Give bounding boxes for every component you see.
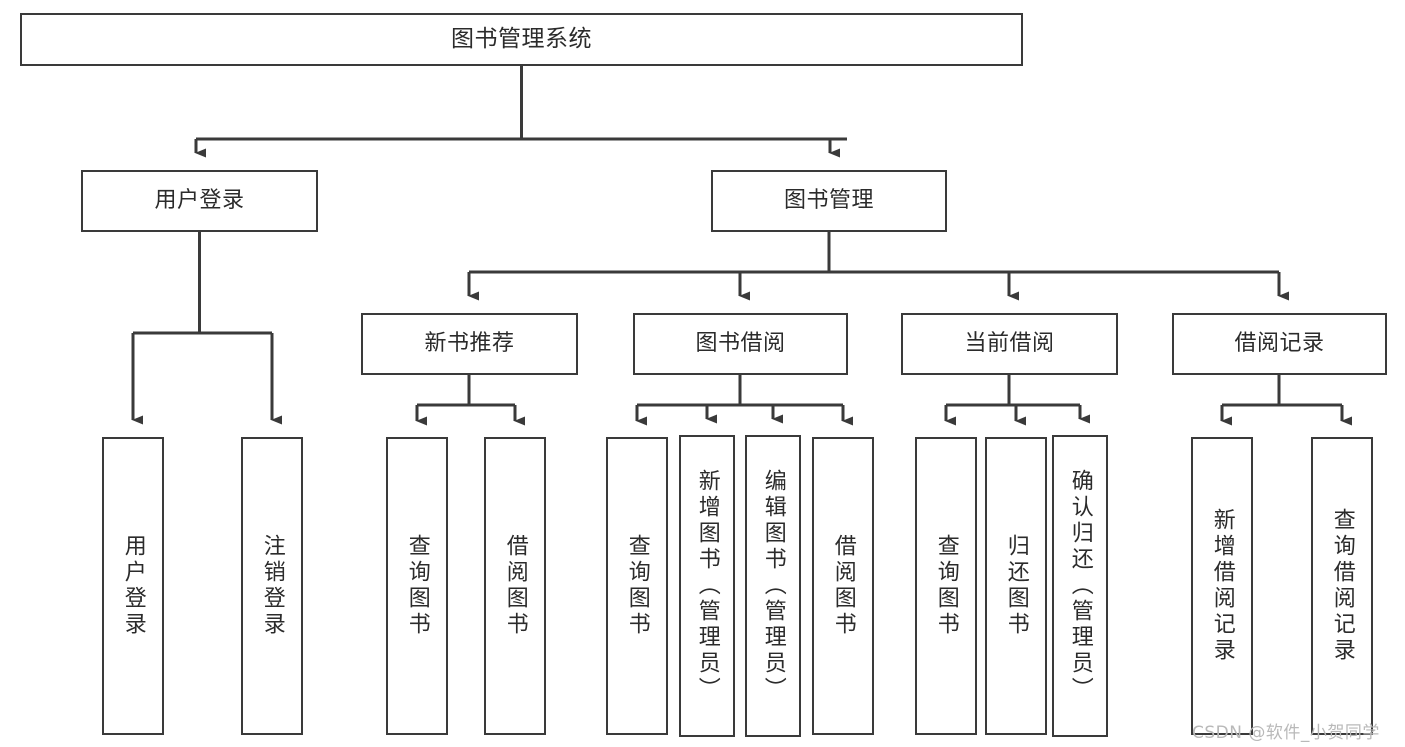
csdn-watermark: CSDN @软件_小贺同学 bbox=[1192, 723, 1380, 743]
node-label: 查询图书 bbox=[404, 534, 430, 638]
node-user-login[interactable]: 用户登录 bbox=[81, 170, 318, 232]
node-label: 查询图书 bbox=[933, 534, 959, 638]
leaf-query-borrow-record[interactable]: 查询借阅记录 bbox=[1311, 437, 1373, 735]
leaf-query-book-recommend[interactable]: 查询图书 bbox=[386, 437, 448, 735]
node-label: 图书借阅 bbox=[695, 330, 786, 356]
node-label: 查询借阅记录 bbox=[1329, 508, 1355, 664]
node-label: 用户登录 bbox=[154, 187, 245, 213]
node-label: 注销登录 bbox=[259, 534, 285, 638]
node-label: 当前借阅 bbox=[964, 330, 1055, 356]
node-current-borrow[interactable]: 当前借阅 bbox=[901, 313, 1118, 375]
leaf-logout[interactable]: 注销登录 bbox=[241, 437, 303, 735]
node-label: 归还图书 bbox=[1003, 534, 1029, 638]
node-label: 确认归还（管理员） bbox=[1067, 469, 1093, 703]
leaf-user-login[interactable]: 用户登录 bbox=[102, 437, 164, 735]
leaf-add-borrow-record[interactable]: 新增借阅记录 bbox=[1191, 437, 1253, 735]
node-label: 图书管理系统 bbox=[451, 25, 592, 52]
node-book-manage[interactable]: 图书管理 bbox=[711, 170, 947, 232]
node-label: 编辑图书（管理员） bbox=[760, 469, 786, 703]
node-label: 新增图书（管理员） bbox=[694, 469, 720, 703]
leaf-query-book-borrow[interactable]: 查询图书 bbox=[606, 437, 668, 735]
leaf-confirm-return-admin[interactable]: 确认归还（管理员） bbox=[1052, 435, 1108, 737]
leaf-query-book-current[interactable]: 查询图书 bbox=[915, 437, 977, 735]
node-label: 查询图书 bbox=[624, 534, 650, 638]
node-new-book-recommend[interactable]: 新书推荐 bbox=[361, 313, 578, 375]
node-label: 用户登录 bbox=[120, 534, 146, 638]
node-label: 借阅图书 bbox=[830, 534, 856, 638]
node-label: 借阅记录 bbox=[1234, 330, 1325, 356]
node-borrow-record[interactable]: 借阅记录 bbox=[1172, 313, 1387, 375]
node-label: 图书管理 bbox=[783, 187, 874, 213]
leaf-return-book[interactable]: 归还图书 bbox=[985, 437, 1047, 735]
node-book-borrow[interactable]: 图书借阅 bbox=[633, 313, 848, 375]
leaf-borrow-book-recommend[interactable]: 借阅图书 bbox=[484, 437, 546, 735]
leaf-borrow-book-borrow[interactable]: 借阅图书 bbox=[812, 437, 874, 735]
node-label: 借阅图书 bbox=[502, 534, 528, 638]
node-label: 新增借阅记录 bbox=[1209, 508, 1235, 664]
leaf-add-book-admin[interactable]: 新增图书（管理员） bbox=[679, 435, 735, 737]
node-label: 新书推荐 bbox=[424, 330, 515, 356]
node-root-system[interactable]: 图书管理系统 bbox=[20, 13, 1023, 66]
leaf-edit-book-admin[interactable]: 编辑图书（管理员） bbox=[745, 435, 801, 737]
